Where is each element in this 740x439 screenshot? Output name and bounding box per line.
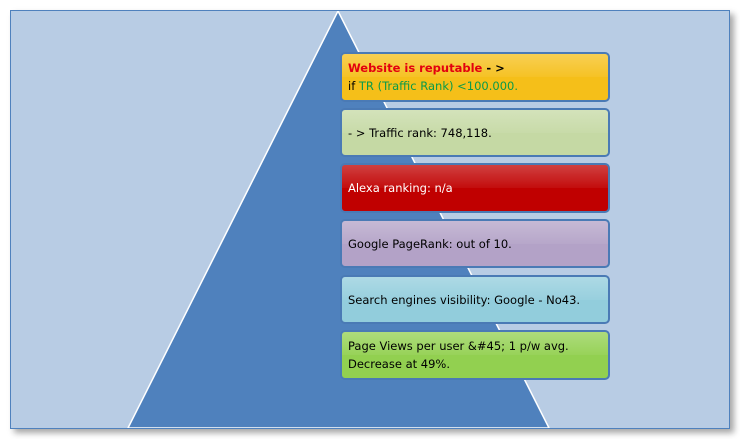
pyramid-box-reputable: Website is reputable - > if TR (Traffic … <box>340 52 610 102</box>
search-visibility-text: Search engines visibility: Google - No43… <box>348 292 581 307</box>
reputable-condition-prefix: if <box>348 79 359 93</box>
reputable-arrow: - > <box>482 61 505 75</box>
diagram-frame: Website is reputable - > if TR (Traffic … <box>10 10 730 429</box>
page-views-text: Page Views per user &#45; 1 p/w avg. <box>348 339 569 353</box>
google-pagerank-text: Google PageRank: out of 10. <box>348 236 512 251</box>
reputable-condition: TR (Traffic Rank) <100.000. <box>358 79 518 93</box>
traffic-rank-text: - > Traffic rank: 748,118. <box>348 125 492 140</box>
pyramid-box-search-visibility: Search engines visibility: Google - No43… <box>340 275 610 324</box>
alexa-ranking-text: Alexa ranking: n/a <box>348 181 453 195</box>
page-views-decrease-text: Decrease at 49%. <box>348 357 451 371</box>
pyramid-box-google-pagerank: Google PageRank: out of 10. <box>340 219 610 268</box>
pyramid-box-page-views: Page Views per user &#45; 1 p/w avg. Dec… <box>340 330 610 380</box>
reputable-heading: Website is reputable <box>348 61 483 75</box>
pyramid-box-alexa-ranking: Alexa ranking: n/a <box>340 163 610 213</box>
pyramid-box-traffic-rank: - > Traffic rank: 748,118. <box>340 108 610 157</box>
